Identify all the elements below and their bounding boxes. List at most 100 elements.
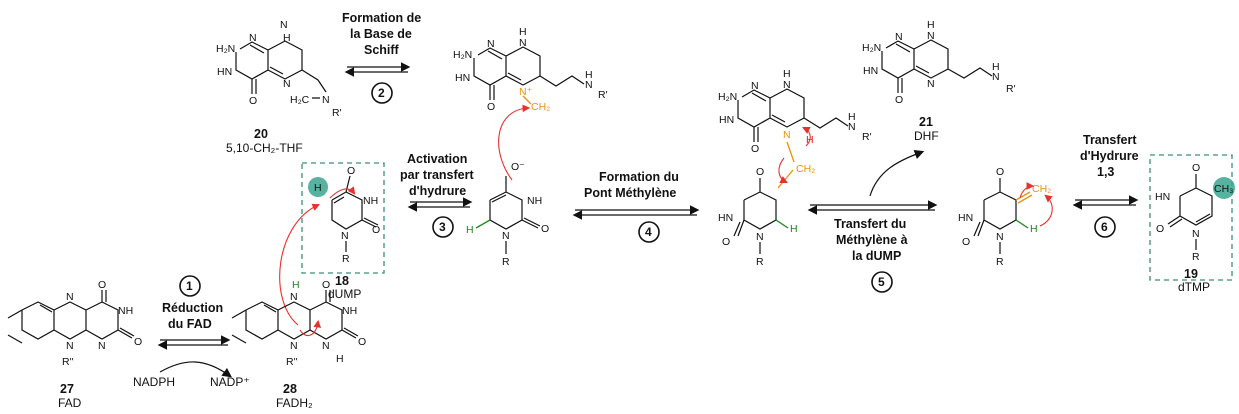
atom-label: O (347, 165, 355, 177)
atom-label: R (996, 256, 1004, 268)
step-6-number: 6 (1101, 220, 1108, 234)
atom-label: O (541, 223, 549, 235)
compound-name: dTMP (1178, 280, 1210, 294)
atom-label: N (992, 71, 1000, 83)
step-3-label-line3: d'hydrure (409, 184, 466, 198)
atom-label: R'' (286, 356, 298, 368)
atom-label: O (756, 166, 764, 178)
compound-27-structure: N N R'' O NH O N (7, 279, 142, 368)
atom-label: H (783, 68, 791, 80)
atom-label: H₂N (453, 49, 472, 61)
atom-label: R (502, 256, 510, 268)
compound-name: dUMP (328, 287, 361, 301)
atom-label: N (927, 30, 935, 42)
electron-arrow (498, 104, 531, 181)
atom-label: N (322, 94, 330, 106)
green-hydrogen: H (1030, 223, 1038, 235)
atom-label: H₂N (216, 43, 235, 55)
reagent-nadp: NADP⁺ (210, 375, 250, 389)
atom-label: HN (863, 65, 878, 77)
atom-label: H (283, 32, 291, 44)
atom-label: O (722, 236, 730, 248)
iminium-nitrogen: N⁺ (519, 86, 532, 98)
atom-label: N (283, 78, 291, 90)
atom-label: N (280, 19, 288, 31)
atom-label: O (487, 101, 495, 113)
equilibrium-arrow-step-2 (344, 62, 411, 77)
step-2-badge (371, 82, 393, 104)
compound-number: 18 (335, 274, 349, 288)
green-hydrogen: H (292, 279, 300, 291)
atom-label: N (341, 230, 349, 242)
atom-label: O⁻ (511, 161, 525, 173)
compound-name: FADH₂ (276, 396, 313, 410)
step-3-label-line1: Activation (407, 152, 467, 166)
orange-nitrogen: N (783, 129, 791, 141)
atom-label: H (336, 353, 344, 365)
atom-label: H₂N (862, 42, 881, 54)
exocyclic-methylene-structure: O HN O N R CH₂ H (958, 166, 1053, 268)
atom-label: N (927, 78, 935, 90)
green-hydrogen: H (466, 224, 474, 236)
step-4-number: 4 (645, 225, 652, 239)
atom-label: NH (527, 195, 542, 207)
step-2-number: 2 (378, 86, 385, 100)
dump-highlight-box (301, 162, 385, 274)
atom-label: O (962, 236, 970, 248)
step-3-number: 3 (439, 220, 446, 234)
compound-name: DHF (914, 129, 939, 143)
atom-label: H (519, 26, 527, 38)
atom-label: N (1192, 228, 1200, 240)
compound-number: 20 (254, 127, 268, 141)
atom-label: O (1156, 223, 1164, 235)
equilibrium-arrow-step-4 (572, 205, 700, 220)
atom-label: H (927, 19, 935, 31)
atom-label: N (783, 79, 791, 91)
equilibrium-arrow-step-1 (157, 335, 232, 378)
step-6-label-line3: 1,3 (1097, 165, 1114, 179)
ch2-group: CH₂ (796, 163, 815, 175)
hydride-label: H (314, 182, 322, 194)
atom-label: HN (958, 212, 973, 224)
atom-label: N (66, 340, 74, 352)
atom-label: N (290, 340, 298, 352)
step-5-badge (871, 271, 893, 293)
atom-label: O (134, 336, 142, 348)
compound-28-structure: H N N R'' O NH O N H (231, 279, 366, 368)
atom-label: R (342, 253, 350, 265)
step-5-label-line2: Méthylène à (836, 233, 908, 247)
atom-label: N (585, 79, 593, 91)
enolate-structure: O⁻ NH O N R H (466, 161, 549, 268)
atom-label: O (1192, 162, 1200, 174)
step-1-label-line1: Réduction (162, 301, 223, 315)
atom-label: N (66, 291, 74, 303)
atom-label: H₂C (290, 94, 310, 106)
reagent-nadph: NADPH (133, 375, 175, 389)
step-1-badge (179, 275, 201, 297)
atom-label: N (249, 32, 257, 44)
step-4-label-line2: Pont Méthylène (584, 186, 676, 200)
ch2-group: CH₂ (531, 101, 550, 113)
step-1-label-line2: du FAD (168, 317, 212, 331)
atom-label: R' (862, 131, 872, 143)
dtmp-highlight-box (1149, 154, 1233, 281)
atom-label: HN (455, 72, 470, 84)
methylene-bridge-structure: H₂N N H N HN O N H H N R' CH₂ O HN O N R… (718, 68, 872, 268)
atom-label: N (756, 231, 764, 243)
atom-label: HN (718, 212, 733, 224)
step-5-label-line1: Transfert du (834, 217, 906, 231)
ch2-group: CH₂ (1032, 183, 1051, 195)
schiff-base-structure: H₂N N H N HN O N⁺ CH₂ H N R' (453, 26, 608, 113)
atom-label: N (519, 37, 527, 49)
atom-label: H₂N (718, 91, 737, 103)
atom-label: O (98, 279, 106, 291)
atom-label: R'' (62, 356, 74, 368)
atom-label: O (358, 336, 366, 348)
atom-label: H (585, 69, 593, 81)
step-2-label-line1: Formation de (342, 11, 421, 25)
atom-label: N (895, 31, 903, 43)
compound-name: FAD (58, 396, 82, 410)
atom-label: NH (118, 305, 133, 317)
atom-label: N (98, 340, 106, 352)
